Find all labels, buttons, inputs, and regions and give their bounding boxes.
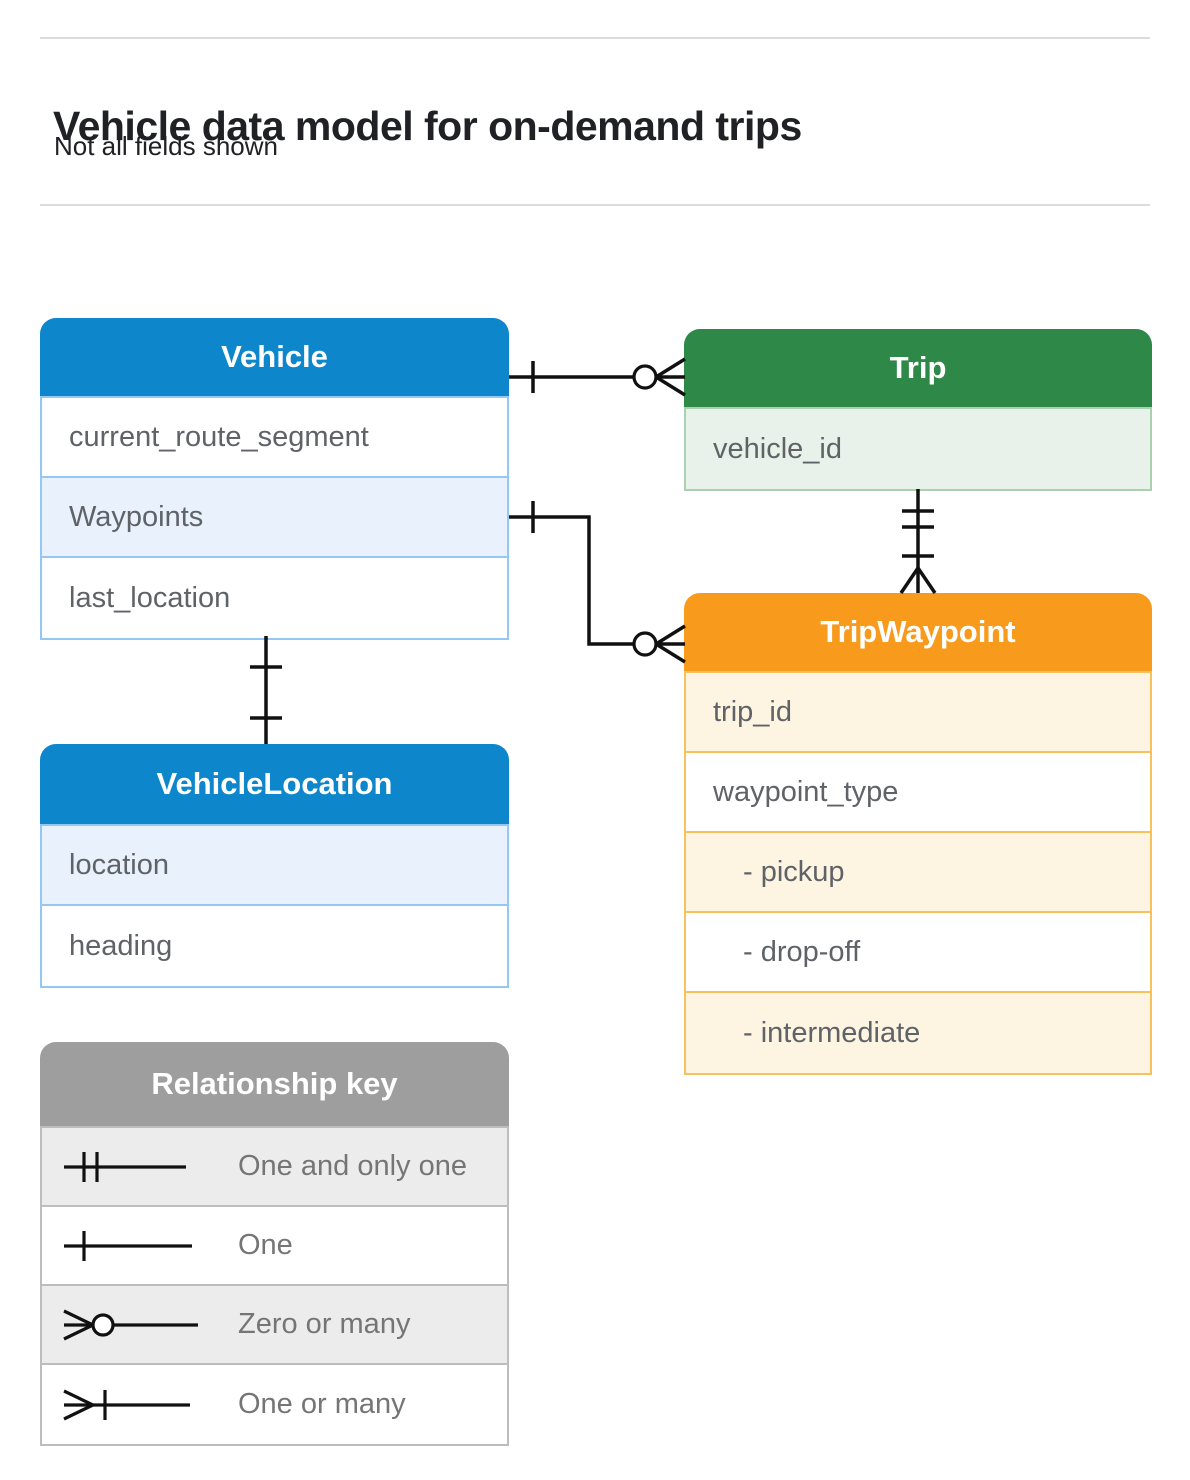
table-vehicle-body: current_route_segment Waypoints last_loc… <box>40 396 509 640</box>
relationship-key-body: One and only one One <box>40 1126 509 1446</box>
zero-circle <box>632 364 658 390</box>
table-vehiclelocation-header: VehicleLocation <box>40 744 509 824</box>
tripwaypoint-field-trip-id: trip_id <box>686 673 1150 753</box>
page-subtitle: Not all fields shown <box>54 131 278 161</box>
vehiclelocation-field-location: location <box>42 826 507 906</box>
table-tripwaypoint-header: TripWaypoint <box>684 593 1152 671</box>
table-trip: Trip vehicle_id <box>684 329 1152 491</box>
tripwaypoint-field-waypoint-type: waypoint_type <box>686 753 1150 833</box>
connector-trip-tripwaypoint <box>899 489 937 594</box>
tripwaypoint-value-intermediate: - intermediate <box>686 993 1150 1073</box>
tripwaypoint-value-drop-off: - drop-off <box>686 913 1150 993</box>
zero-or-many-symbol-icon <box>62 1307 214 1343</box>
vehiclelocation-field-heading: heading <box>42 906 507 986</box>
connector-waypoints-tripwaypoint <box>509 501 686 664</box>
relationship-key: Relationship key One and only one <box>40 1042 509 1446</box>
zero-circle <box>632 631 658 657</box>
table-tripwaypoint-body: trip_id waypoint_type - pickup - drop-of… <box>684 671 1152 1075</box>
table-trip-body: vehicle_id <box>684 407 1152 491</box>
legend-label: One or many <box>238 1388 406 1420</box>
legend-label: One and only one <box>238 1150 467 1182</box>
legend-row-one-and-only-one: One and only one <box>42 1128 507 1207</box>
one-symbol-icon <box>62 1228 214 1264</box>
connector-vehicle-vehiclelocation <box>250 636 282 744</box>
table-trip-header: Trip <box>684 329 1152 407</box>
crow-foot-icon <box>655 357 686 397</box>
legend-row-zero-or-many: Zero or many <box>42 1286 507 1365</box>
one-and-only-one-symbol-icon <box>62 1149 214 1185</box>
legend-row-one: One <box>42 1207 507 1286</box>
vehicle-field-current-route-segment: current_route_segment <box>42 398 507 478</box>
crow-foot-icon <box>899 567 937 594</box>
vehicle-field-last-location: last_location <box>42 558 507 638</box>
top-divider <box>40 37 1150 39</box>
crow-foot-icon <box>655 624 686 664</box>
table-vehicle: Vehicle current_route_segment Waypoints … <box>40 318 509 640</box>
tripwaypoint-value-pickup: - pickup <box>686 833 1150 913</box>
table-vehiclelocation-body: location heading <box>40 824 509 988</box>
table-vehicle-header: Vehicle <box>40 318 509 396</box>
table-tripwaypoint: TripWaypoint trip_id waypoint_type - pic… <box>684 593 1152 1075</box>
legend-label: Zero or many <box>238 1308 411 1340</box>
connector-vehicle-trip <box>509 357 686 397</box>
page-title: Vehicle data model for on-demand trips <box>53 103 802 150</box>
relationship-key-header: Relationship key <box>40 1042 509 1126</box>
bottom-divider <box>40 204 1150 206</box>
table-vehiclelocation: VehicleLocation location heading <box>40 744 509 988</box>
vehicle-field-waypoints: Waypoints <box>42 478 507 558</box>
legend-label: One <box>238 1229 293 1261</box>
one-or-many-symbol-icon <box>62 1387 214 1423</box>
trip-field-vehicle-id: vehicle_id <box>686 409 1150 489</box>
legend-row-one-or-many: One or many <box>42 1365 507 1444</box>
